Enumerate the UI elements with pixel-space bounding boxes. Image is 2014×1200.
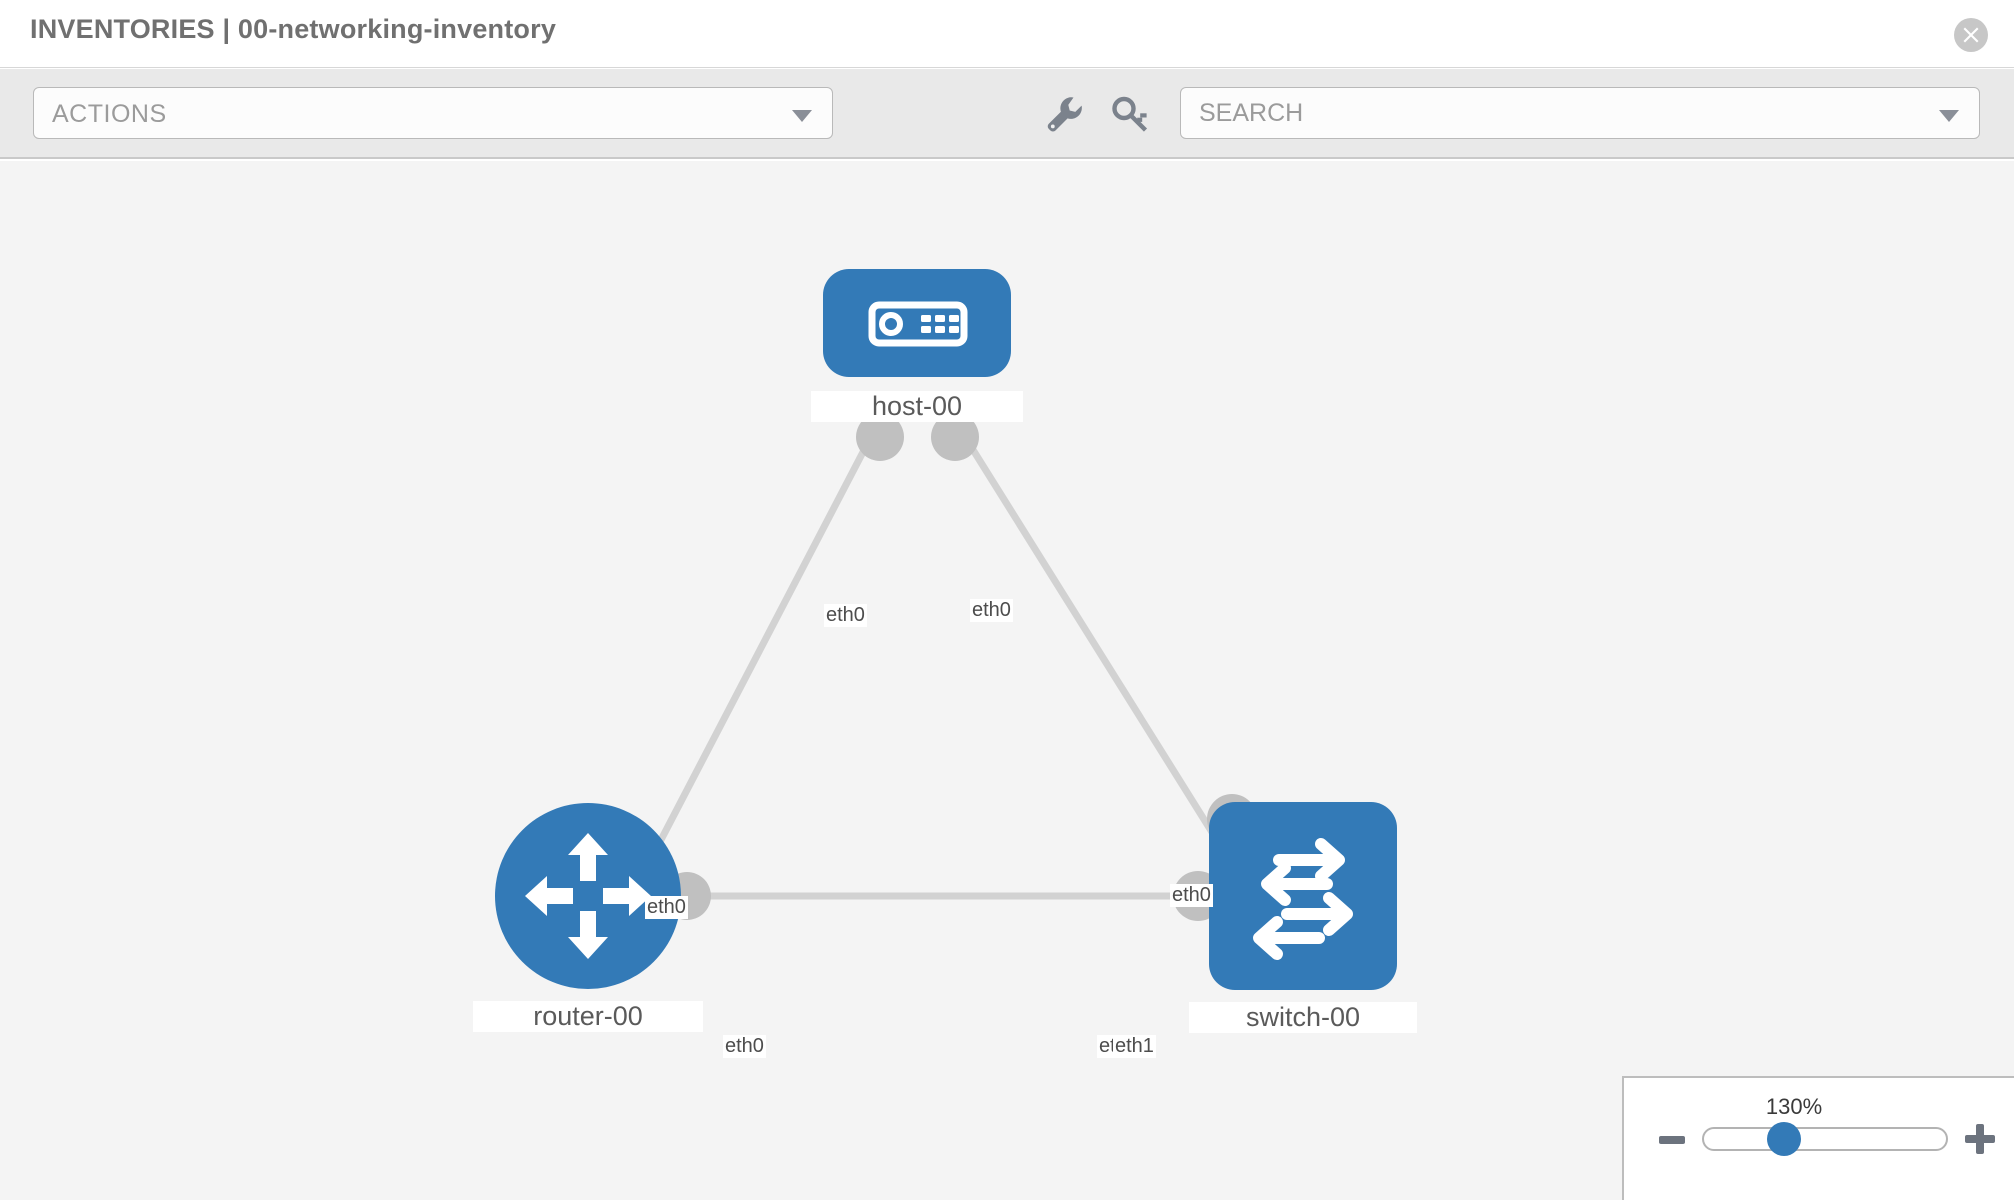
link-host-switch: [957, 427, 1233, 863]
link-host-router: [646, 427, 879, 863]
plus-icon[interactable]: [1965, 1124, 1995, 1154]
port-label-router-uplink: eth0: [645, 896, 688, 919]
port-label-switch-uplink: eth0: [1170, 884, 1213, 907]
search-chevron-down-icon[interactable]: [1939, 110, 1959, 122]
chevron-down-icon: [792, 110, 812, 122]
close-icon[interactable]: [1954, 18, 1988, 52]
node-router-00-label: router-00: [473, 1001, 703, 1032]
topology-canvas[interactable]: host-00 router-00: [0, 161, 2014, 1200]
toolbar: ACTIONS: [0, 69, 2014, 159]
zoom-level-label: 130%: [1765, 1094, 1823, 1119]
minus-icon[interactable]: [1659, 1136, 1685, 1144]
port-label-switch-eth1: eth1: [1113, 1035, 1156, 1058]
port-label-host-left: eth0: [824, 604, 867, 627]
key-icon[interactable]: [1108, 91, 1154, 137]
node-host-00-label: host-00: [811, 391, 1023, 422]
wrench-icon[interactable]: [1040, 91, 1086, 137]
node-switch-00-shape: [1209, 802, 1397, 990]
zoom-slider-handle[interactable]: [1767, 1122, 1801, 1156]
node-host-00-shape: [823, 269, 1011, 377]
search-input[interactable]: [1197, 88, 1927, 138]
server-icon: [868, 301, 968, 347]
node-host-00[interactable]: host-00: [811, 269, 1023, 422]
page-header: INVENTORIES | 00-networking-inventory: [0, 0, 2014, 68]
zoom-slider-track[interactable]: [1702, 1127, 1948, 1151]
node-switch-00[interactable]: switch-00: [1189, 802, 1417, 1033]
port-label-router-eth0: eth0: [723, 1035, 766, 1058]
port-label-host-right: eth0: [970, 599, 1013, 622]
router-arrows-icon: [525, 833, 651, 959]
switch-arrows-icon: [1253, 838, 1353, 960]
page-title: INVENTORIES | 00-networking-inventory: [30, 14, 557, 44]
port-nub-host-left: [856, 413, 904, 461]
actions-dropdown[interactable]: ACTIONS: [33, 87, 833, 139]
search-box[interactable]: [1180, 87, 1980, 139]
port-nub-host-right: [931, 413, 979, 461]
actions-dropdown-label: ACTIONS: [52, 100, 167, 128]
zoom-control-panel: 130%: [1622, 1076, 2014, 1200]
node-switch-00-label: switch-00: [1189, 1002, 1417, 1033]
